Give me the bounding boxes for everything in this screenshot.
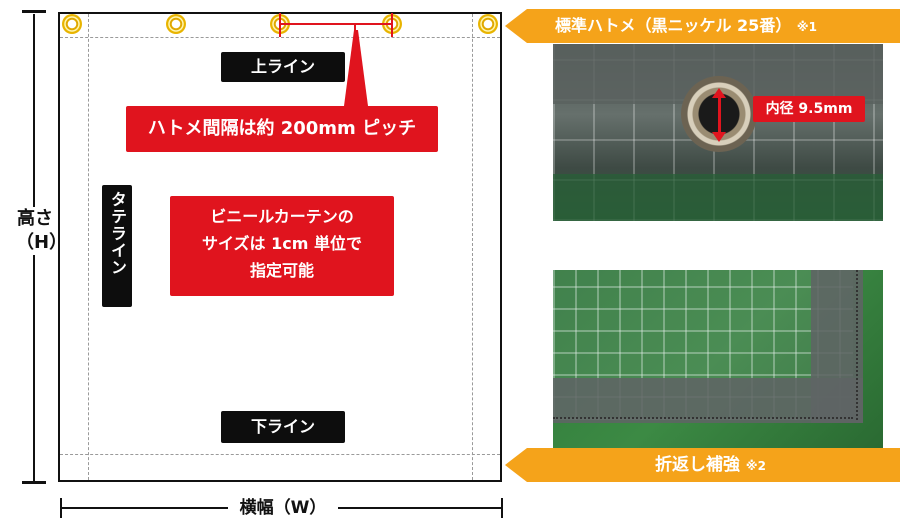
hem-banner-note: ※2 [745, 459, 766, 473]
height-label: 高さ （H） [16, 207, 68, 255]
hem-photo [553, 270, 883, 448]
grommet-pitch-callout: ハトメ間隔は約 200mm ピッチ [126, 106, 438, 152]
photo-background [553, 174, 883, 221]
width-arrow-left [60, 498, 62, 518]
bottom-hem-line [60, 454, 500, 455]
pitch-marker-right [391, 13, 393, 37]
grommet-banner: 標準ハトメ（黒ニッケル 25番） ※1 [505, 9, 900, 43]
diameter-arrow-up-icon [712, 88, 726, 98]
grommet-banner-title: 標準ハトメ（黒ニッケル 25番） [555, 16, 792, 35]
vertical-line-label-text: タテライン [108, 191, 127, 276]
photo-right-stitch [856, 270, 858, 420]
top-line-label: 上ライン [221, 52, 345, 82]
size-info-line: ビニールカーテンの [210, 207, 354, 226]
right-hem-line [472, 14, 473, 480]
photo-right-hem [811, 270, 863, 423]
top-hem-line [60, 37, 500, 38]
pitch-dimension-line [280, 23, 392, 25]
left-hem-line [88, 14, 89, 480]
grommet-icon [62, 14, 82, 34]
height-label-unit: （H） [16, 232, 68, 253]
height-label-text: 高さ [17, 208, 53, 229]
bottom-line-label: 下ライン [221, 411, 345, 443]
height-arrow-top [22, 10, 46, 13]
grommet-photo: 内径 9.5mm [553, 44, 883, 221]
hem-banner: 折返し補強 ※2 [505, 448, 900, 482]
grommet-icon [166, 14, 186, 34]
diameter-arrow-down-icon [712, 132, 726, 142]
hem-banner-title: 折返し補強 [655, 455, 740, 475]
size-info-callout: ビニールカーテンの サイズは 1cm 単位で 指定可能 [170, 196, 394, 296]
height-arrow-bottom [22, 481, 46, 484]
photo-bottom-stitch [553, 417, 853, 419]
size-info-line: サイズは 1cm 単位で [202, 234, 362, 253]
grommet-icon [478, 14, 498, 34]
pitch-callout-pointer [344, 30, 368, 106]
grommet-banner-note: ※1 [796, 20, 817, 34]
size-info-line: 指定可能 [249, 261, 314, 280]
diameter-arrow-shaft [718, 94, 721, 134]
vertical-line-label: タテライン [102, 185, 132, 307]
inner-diameter-label: 内径 9.5mm [753, 96, 865, 122]
width-label: 横幅（W） [228, 493, 338, 518]
pitch-marker-left [279, 13, 281, 37]
width-arrow-right [501, 498, 503, 518]
